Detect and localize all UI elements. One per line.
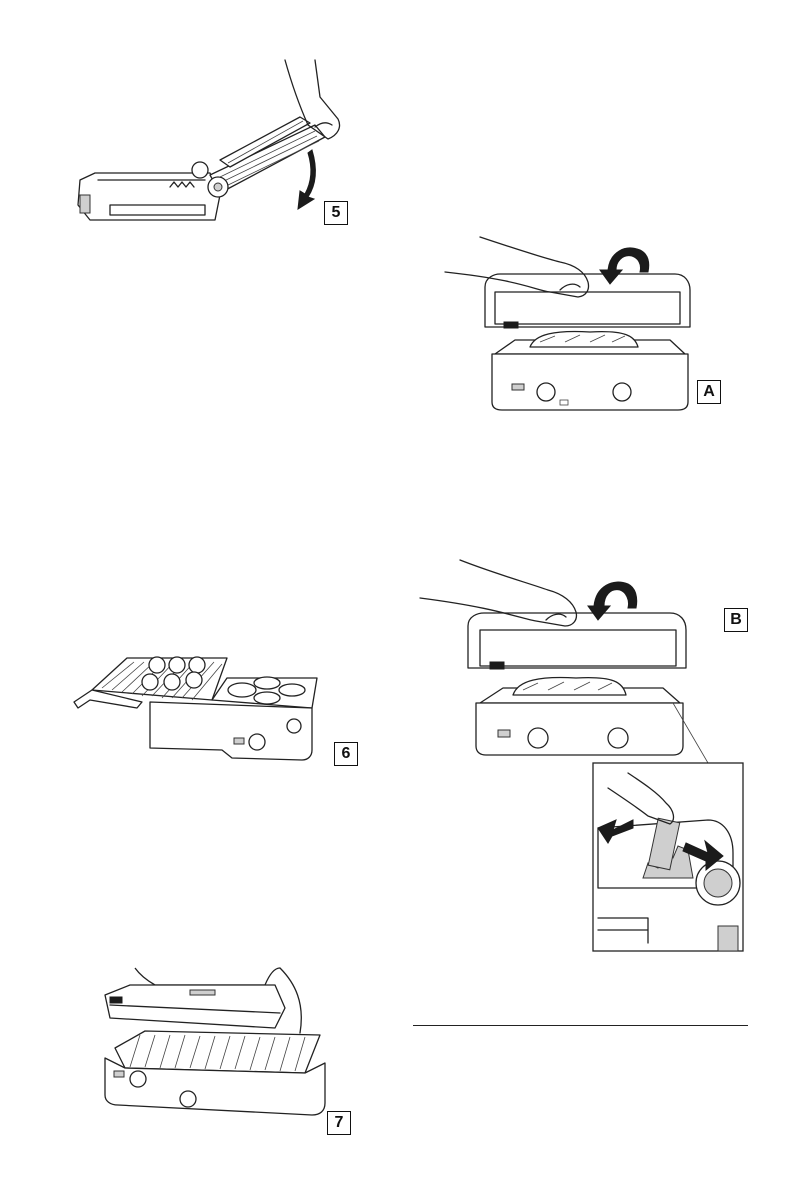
figure-a-label: A (697, 380, 721, 404)
figure-6-label: 6 (334, 742, 358, 766)
figure-b-label: B (724, 608, 748, 632)
figure-6-illustration (72, 650, 327, 765)
figure-7-label: 7 (327, 1111, 351, 1135)
horizontal-rule (413, 1025, 748, 1026)
figure-b-illustration (418, 558, 748, 953)
figure-5-label: 5 (324, 201, 348, 225)
figure-a-illustration (440, 232, 705, 412)
figure-7-illustration (100, 963, 340, 1123)
